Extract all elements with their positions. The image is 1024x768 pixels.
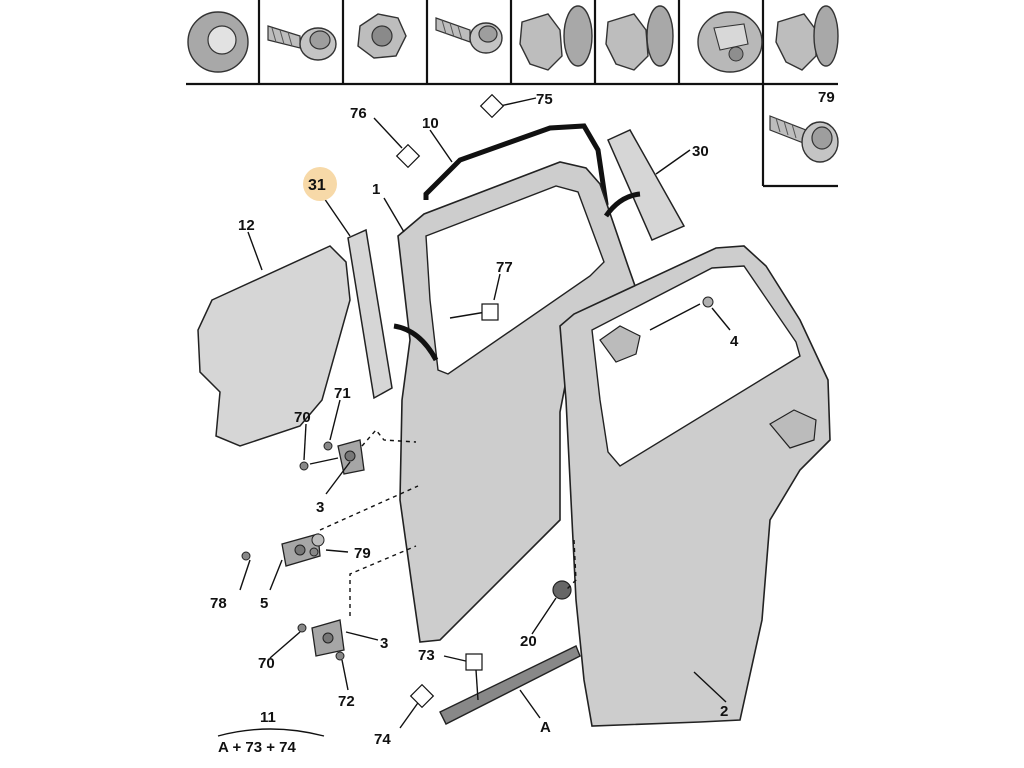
retainer-clip-icon (775, 5, 839, 71)
fastener-strip: 79 (186, 0, 839, 188)
bolt-72 (335, 651, 345, 661)
callout-12: 12 (238, 217, 255, 234)
callout-3-lower: 3 (380, 635, 388, 652)
callout-3-upper: 3 (316, 499, 324, 516)
highlight-31 (303, 167, 337, 201)
marker-75 (479, 93, 505, 119)
callout-1: 1 (372, 181, 380, 198)
callout-79: 79 (354, 545, 371, 562)
callout-20: 20 (520, 633, 537, 650)
callout-74: 74 (374, 731, 391, 748)
marker-74 (409, 683, 435, 709)
formula-text: A + 73 + 74 (218, 739, 296, 756)
formula-brace (217, 728, 325, 737)
window-seal (423, 123, 609, 221)
rear-door-outer-panel (559, 245, 831, 727)
leader-lines (239, 97, 731, 729)
middle-hinge (281, 533, 325, 567)
b-pillar-seal (393, 323, 439, 362)
lower-hinge (311, 619, 345, 657)
callout-79-top: 79 (818, 89, 835, 106)
b-pillar-trim (347, 228, 393, 400)
flange-screw-icon (267, 25, 337, 61)
callout-5: 5 (260, 595, 268, 612)
c-pillar-seal (603, 191, 641, 218)
sill-moulding (439, 645, 581, 725)
push-rivet-icon (697, 11, 763, 73)
callout-A: A (540, 719, 551, 736)
bolt-78 (241, 551, 251, 561)
door-glass (197, 245, 351, 447)
callout-70-upper: 70 (294, 409, 311, 426)
callout-77: 77 (496, 259, 513, 276)
bolt-icon (769, 115, 839, 163)
callout-72: 72 (338, 693, 355, 710)
washer-icon (187, 11, 249, 73)
callout-11: 11 (260, 709, 276, 726)
stud-4 (702, 296, 714, 308)
upper-hinge (337, 439, 365, 475)
trim-clip-icon (519, 5, 593, 71)
marker-76 (395, 143, 421, 169)
callout-31: 31 (308, 177, 326, 194)
c-pillar-trim (607, 129, 686, 241)
bolt-71 (323, 441, 333, 451)
callout-10: 10 (422, 115, 439, 132)
hex-screw-icon (435, 17, 503, 54)
callout-70-lower: 70 (258, 655, 275, 672)
callout-labels: 12 31 1 10 76 75 30 77 4 71 70 3 79 78 5… (210, 91, 739, 756)
callout-73: 73 (418, 647, 435, 664)
callout-4: 4 (730, 333, 739, 350)
bolt-70-lower (297, 623, 307, 633)
bolt-70-upper (299, 461, 309, 471)
callout-78: 78 (210, 595, 227, 612)
callout-71: 71 (334, 385, 351, 402)
flange-nut-icon (357, 13, 407, 59)
door-plug (552, 580, 572, 600)
callout-30: 30 (692, 143, 709, 160)
bolt-79 (309, 547, 319, 557)
callout-75: 75 (536, 91, 553, 108)
marker-73 (465, 653, 483, 671)
callout-76: 76 (350, 105, 367, 122)
panel-clip-icon (605, 5, 674, 71)
marker-77 (481, 303, 499, 321)
callout-2: 2 (720, 703, 728, 720)
